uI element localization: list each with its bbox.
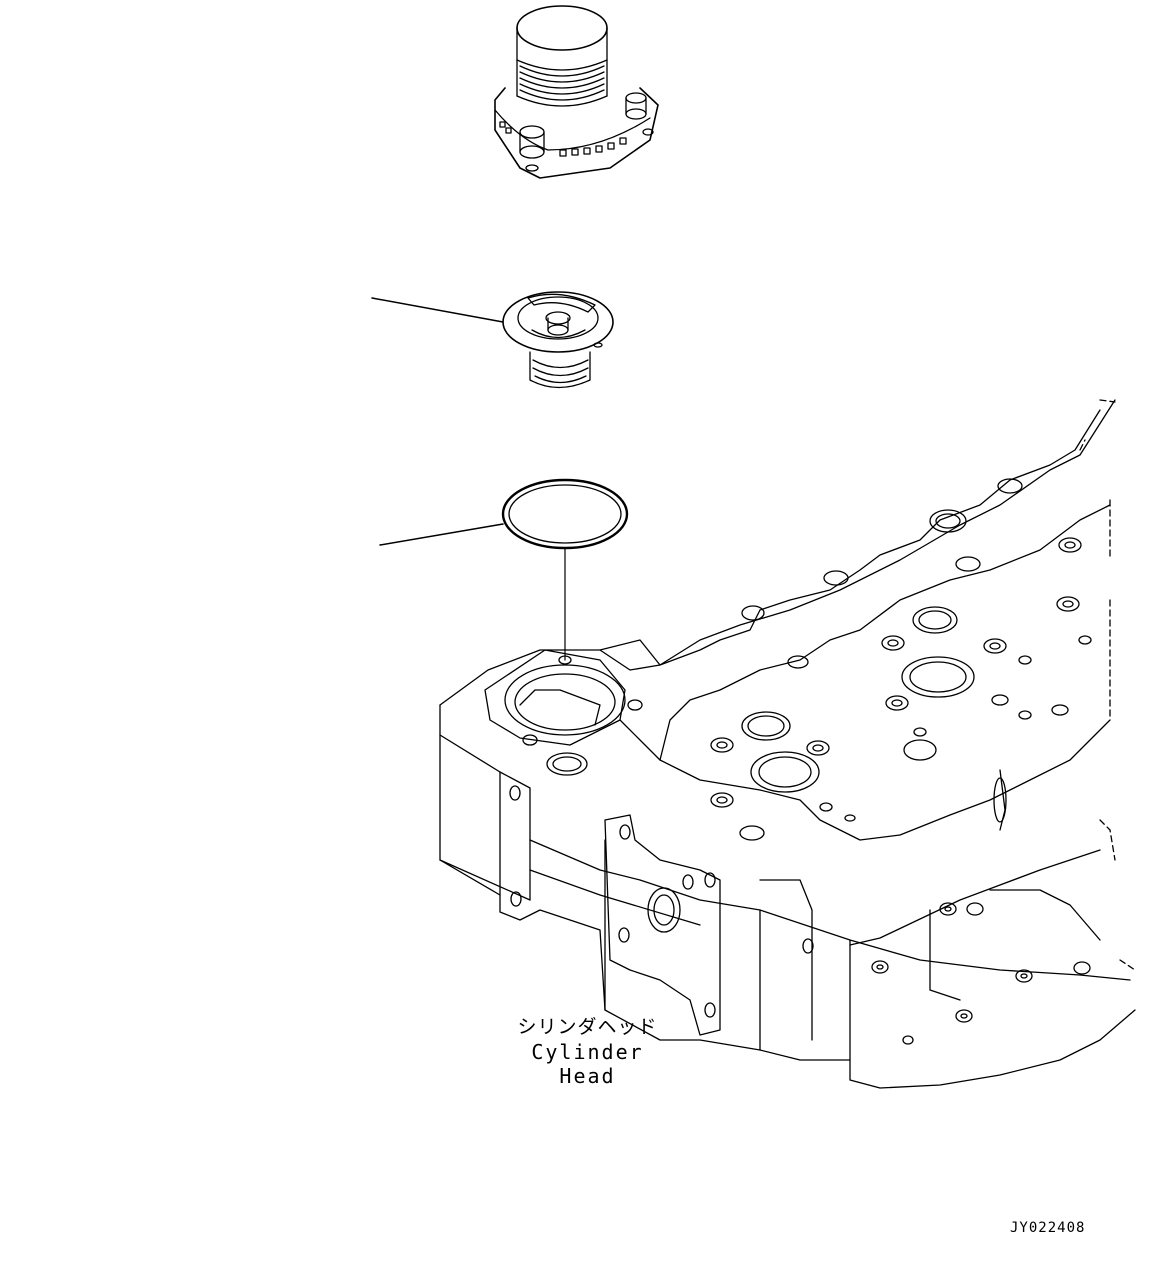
thermostat-icon xyxy=(371,291,614,389)
drawing-id: JY022408 xyxy=(1010,1220,1086,1236)
seal-ring-icon xyxy=(379,478,629,661)
component-label-english: Cylinder Head xyxy=(531,1040,644,1088)
component-label-japanese: シリンダヘッド xyxy=(517,1016,658,1038)
cylinder-head-icon xyxy=(439,399,1136,1089)
thermostat-housing-icon xyxy=(494,5,659,179)
